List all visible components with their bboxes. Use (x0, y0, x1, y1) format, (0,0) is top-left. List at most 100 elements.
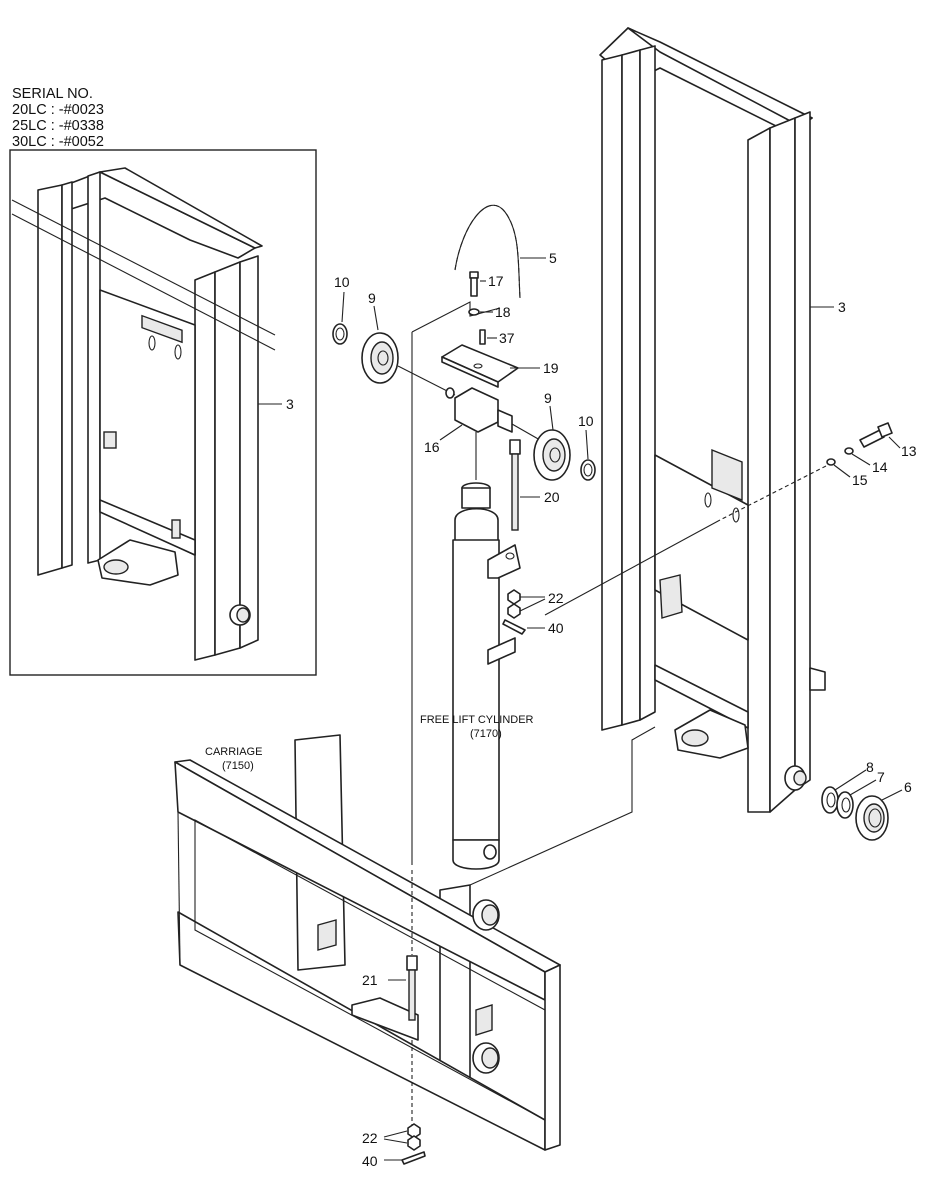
leader-9-left (373, 305, 379, 331)
mast-roller-stub-end (793, 770, 807, 786)
carriage-name: CARRIAGE (205, 746, 262, 758)
pin-37 (479, 329, 486, 345)
cylinder-head (454, 508, 499, 546)
callout-13: 13 (901, 443, 917, 459)
cylinder-base-pin (483, 844, 497, 860)
bracket-19-edge (441, 356, 499, 388)
serial-line-20lc: 20LC : -#0023 (12, 102, 104, 118)
sheave-9-right-bore (549, 447, 561, 463)
bolt-set: 13 14 15 (544, 422, 917, 616)
nut-22-lower-b (407, 1135, 421, 1151)
mast-right-rail-front (747, 127, 771, 813)
support-16-stub (445, 387, 455, 399)
bracket-19-hole (473, 363, 483, 369)
washer-7 (836, 791, 854, 819)
bolt-21-head (406, 955, 418, 971)
cylinder-bracket-upper-hole (505, 552, 515, 560)
inset-slot-left (148, 335, 156, 351)
carriage-roller-upper-hub (481, 904, 499, 926)
callout-15: 15 (852, 472, 868, 488)
leader-22-lower-a (383, 1130, 408, 1138)
bolt-13-head (877, 422, 893, 438)
callout-22-lower: 22 (362, 1130, 378, 1146)
sheave-right: 9 10 (511, 390, 596, 481)
sheave-support-16: 16 (424, 387, 513, 480)
callout-7: 7 (877, 769, 885, 785)
washer-14 (844, 447, 854, 455)
carriage: CARRIAGE (7150) (174, 734, 561, 1151)
mast-right-rail-side (769, 117, 796, 813)
leader-22-lower-b (383, 1138, 408, 1144)
cylinder-name: FREE LIFT CYLINDER (420, 714, 534, 726)
roller-bearing-6-bore (868, 808, 882, 828)
callout-3-inset: 3 (286, 396, 294, 412)
cylinder-code: (7170) (470, 728, 502, 740)
callout-17: 17 (488, 273, 504, 289)
inset-diagonal-bar-lower (11, 213, 276, 351)
leader-9-right (549, 405, 554, 431)
callout-21: 21 (362, 972, 378, 988)
snap-ring-10-left-inner (335, 327, 345, 341)
anchor-bolt-21: 21 (362, 870, 418, 1125)
split-pin-40-upper (502, 619, 526, 635)
nut-22-upper-a (507, 589, 521, 605)
carriage-window-left (317, 919, 337, 951)
snap-ring-10-right-inner (583, 463, 593, 477)
callout-22-upper: 22 (548, 590, 564, 606)
callout-5: 5 (549, 250, 557, 266)
serial-heading: SERIAL NO. (12, 86, 93, 102)
cylinder-barrel (452, 539, 500, 841)
callout-40-lower: 40 (362, 1153, 378, 1169)
inset-roller-stub-end (236, 607, 250, 623)
chain-anchor: 17 18 37 19 (441, 271, 559, 388)
chain-5: 5 (454, 204, 557, 299)
leader-8 (834, 769, 867, 791)
free-lift-cylinder: FREE LIFT CYLINDER (7170) (420, 482, 534, 870)
shim-8 (821, 786, 839, 814)
mast-slot-left (704, 492, 712, 508)
inset-right-rail-back (239, 255, 259, 649)
sheave-9-right-groove (542, 438, 566, 472)
leader-7 (849, 779, 877, 796)
mast-left-rail-mid (621, 49, 641, 726)
callout-14: 14 (872, 459, 888, 475)
mast-left-rail-front (601, 54, 623, 731)
inset-pin (171, 519, 181, 539)
inset-foot-hole (103, 559, 129, 575)
bolt-17-head (469, 271, 479, 279)
leader-13 (888, 436, 901, 449)
carriage-back-plate (194, 819, 546, 1121)
callout-10-left: 10 (334, 274, 350, 290)
adjust-bolt-20: 20 (509, 439, 560, 531)
inset-left-rail-outer (37, 184, 63, 576)
mast-left-rail-back (639, 45, 656, 721)
fasteners-lower: 22 40 (362, 1123, 426, 1169)
carriage-roller-lower-hub (481, 1047, 499, 1069)
bolt-20-thread (511, 453, 519, 531)
inner-mast-outline-bottom (469, 726, 656, 886)
washer-18 (468, 308, 480, 316)
callout-10-right: 10 (578, 413, 594, 429)
inner-mast-outline-top (411, 301, 501, 333)
bolt-17-shank (470, 277, 478, 297)
leader-22-upper-b (519, 598, 546, 612)
callout-16: 16 (424, 439, 440, 455)
carriage-window-right (475, 1004, 493, 1036)
leader-16 (439, 424, 463, 441)
axis-sheave-left (397, 365, 456, 396)
leader-40-to-15 (544, 519, 721, 616)
inset-left-rail-inner (87, 171, 101, 564)
serial-line-25lc: 25LC : -#0338 (12, 118, 104, 134)
inset-stop-block (103, 431, 117, 449)
mast-foot-hole (681, 729, 709, 747)
inset-bottom-crossbar (99, 499, 196, 556)
main-mast: 3 (599, 27, 846, 813)
callout-9-right: 9 (544, 390, 552, 406)
carriage-code: (7150) (222, 760, 254, 772)
callout-9-left: 9 (368, 290, 376, 306)
inset-right-rail-front (194, 271, 216, 661)
axis-sheave-right (511, 423, 541, 441)
mast-bracket (711, 448, 743, 502)
callout-6: 6 (904, 779, 912, 795)
inset-top-crossbar-face (99, 167, 263, 249)
